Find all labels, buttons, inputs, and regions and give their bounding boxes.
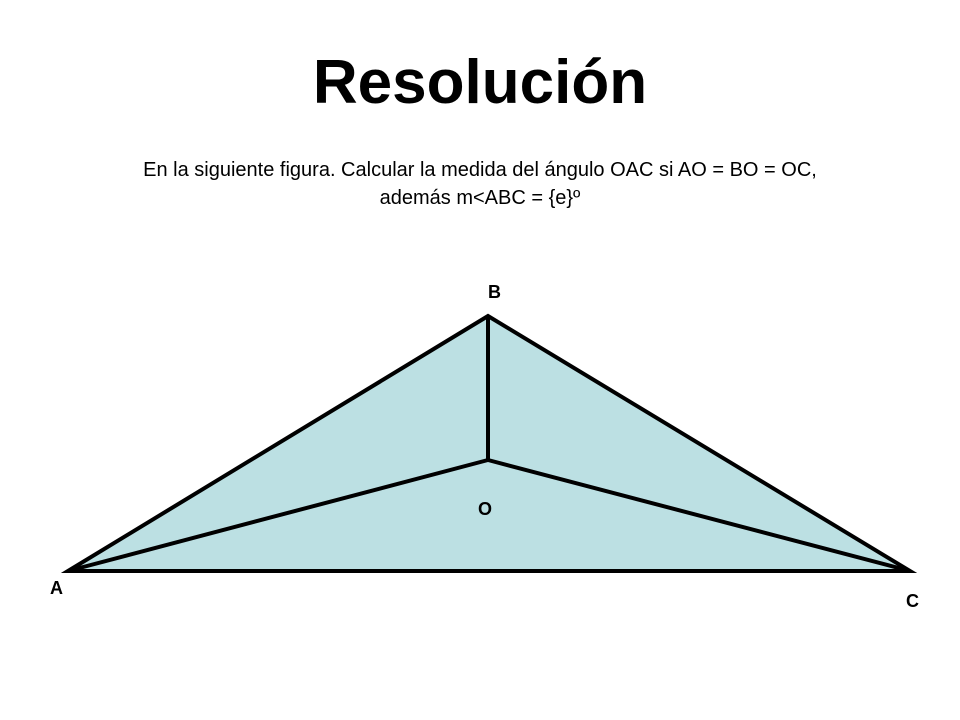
vertex-label-a: A [50,578,63,598]
vertex-label-b: B [488,282,501,302]
vertex-label-o: O [478,499,493,519]
slide-title: Resolución [312,48,648,117]
segment-oa [67,458,489,573]
problem-line-1: En la siguiente figura. Calcular la medi… [143,159,817,181]
vertex-label-c: C [906,591,919,611]
segment-oc [487,458,911,573]
problem-statement: En la siguiente figura. Calcular la medi… [70,156,890,212]
problem-line-2: además m<ABC = {e}º [379,187,581,209]
